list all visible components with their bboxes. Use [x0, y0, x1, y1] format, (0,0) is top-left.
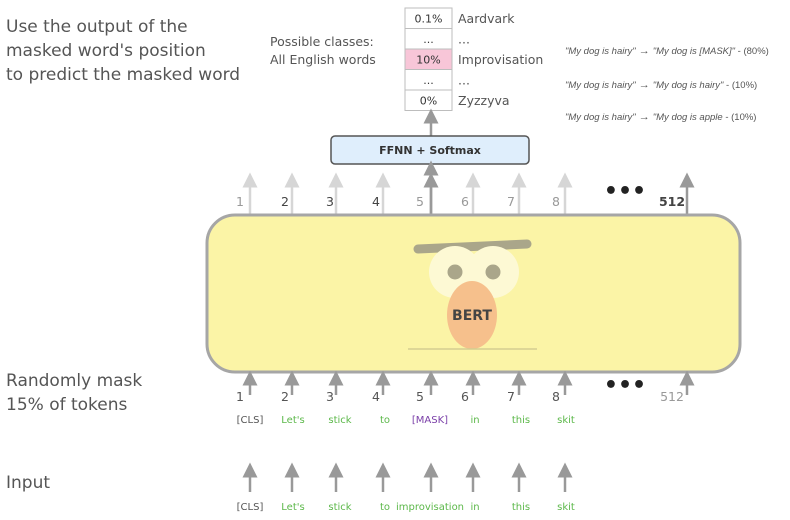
masked-token: to [380, 415, 390, 426]
input-position-label: 3 [326, 389, 334, 404]
input-position-label: 2 [281, 389, 289, 404]
masking-example-to: "My dog is hairy" [653, 80, 724, 91]
masking-example-pct: - (80%) [735, 46, 769, 57]
output-position-arrows: 1 2 3 4 5 6 7 8 512 ••• [236, 160, 695, 215]
class-word-label: Aardvark [458, 11, 515, 26]
output-position-label: 1 [236, 194, 244, 209]
all-english-words-label: All English words [270, 52, 376, 67]
mask-description-line-2: 15% of tokens [6, 395, 128, 415]
output-position-label: 8 [552, 194, 560, 209]
class-word-label: Zyzzyva [458, 93, 510, 108]
possible-classes-label: Possible classes: [270, 34, 374, 49]
masked-token: skit [557, 415, 575, 426]
input-position-label: 512 [660, 389, 684, 404]
masking-example-arrow: → [636, 111, 653, 123]
masking-example-from: "My dog is hairy" [565, 46, 636, 57]
output-position-label: 6 [461, 194, 469, 209]
input-position-label: 4 [372, 389, 380, 404]
output-description-line-3: to predict the masked word [6, 65, 240, 85]
input-position-label: 7 [507, 389, 515, 404]
raw-input-token: improvisation [396, 502, 464, 513]
class-probability-table: 0.1% Aardvark...... 10% Improvisation......… [404, 7, 543, 111]
raw-input-token: stick [328, 502, 351, 513]
masking-example-pct: - (10%) [723, 112, 757, 123]
masked-token: [MASK] [412, 415, 448, 426]
mask-description: Randomly mask 15% of tokens [6, 371, 142, 415]
output-position-label: 2 [281, 194, 289, 209]
masking-example-from: "My dog is hairy" [565, 80, 636, 91]
output-position-label: 7 [507, 194, 515, 209]
masking-examples: "My dog is hairy" → "My dog is [MASK]" -… [565, 45, 769, 123]
masked-token: [CLS] [237, 415, 264, 426]
class-prob-value: 0% [420, 95, 437, 108]
nose-icon [447, 281, 497, 349]
masked-token-row: [CLS] Let's stick to [MASK] in this skit [237, 415, 575, 426]
class-prob-value: ... [423, 33, 434, 46]
output-position-label: 4 [372, 194, 380, 209]
output-description-line-2: masked word's position [6, 41, 206, 61]
masked-token: in [470, 415, 479, 426]
input-heading: Input [6, 473, 50, 493]
output-position-label: 3 [326, 194, 334, 209]
masked-token: Let's [281, 415, 304, 426]
raw-input-token-row: [CLS] Let's stick to improvisation in this skit [237, 502, 575, 513]
eyebrow-icon [413, 239, 532, 254]
bert-label: BERT [452, 308, 492, 324]
raw-input-token: this [512, 502, 530, 513]
output-position-label: 512 [659, 194, 685, 209]
masking-example-arrow: → [636, 45, 653, 57]
output-description-line-1: Use the output of the [6, 17, 188, 37]
masking-example-arrow: → [636, 79, 653, 91]
masking-example: "My dog is hairy" → "My dog is apple - (… [565, 111, 756, 123]
masking-example: "My dog is hairy" → "My dog is [MASK]" -… [565, 45, 769, 57]
raw-input-token: to [380, 502, 390, 513]
right-pupil-icon [485, 264, 501, 280]
input-position-label: 5 [416, 389, 424, 404]
masked-token: stick [328, 415, 351, 426]
class-word-label: ... [458, 73, 470, 88]
masking-example-to: "My dog is apple [653, 112, 723, 123]
raw-input-token: [CLS] [237, 502, 264, 513]
ffnn-softmax-label: FFNN + Softmax [379, 144, 481, 157]
raw-input-arrows [242, 462, 573, 492]
input-position-label: 8 [552, 389, 560, 404]
class-prob-value: 10% [416, 54, 440, 67]
input-position-label: 1 [236, 389, 244, 404]
class-word-label: ... [458, 32, 470, 47]
output-ellipsis: ••• [604, 179, 646, 204]
output-description: Use the output of the masked word's posi… [6, 17, 240, 85]
class-prob-value: ... [423, 74, 434, 87]
raw-input-token: skit [557, 502, 575, 513]
output-position-label: 5 [416, 194, 424, 209]
raw-input-token: in [470, 502, 479, 513]
bert-model: BERT [205, 213, 742, 374]
input-ellipsis: ••• [604, 373, 646, 398]
input-position-arrows: 1 2 3 4 5 6 7 8 512 ••• [236, 370, 695, 404]
masking-example-to: "My dog is [MASK]" [653, 46, 736, 57]
input-position-label: 6 [461, 389, 469, 404]
ffnn-softmax-box: FFNN + Softmax [330, 135, 530, 165]
raw-input-token: Let's [281, 502, 304, 513]
class-word-label: Improvisation [458, 52, 543, 67]
class-prob-value: 0.1% [415, 13, 443, 26]
mask-description-line-1: Randomly mask [6, 371, 142, 391]
masking-example-pct: - (10%) [723, 80, 757, 91]
masked-token: this [512, 415, 530, 426]
left-pupil-icon [447, 264, 463, 280]
masking-example-from: "My dog is hairy" [565, 112, 636, 123]
masking-example: "My dog is hairy" → "My dog is hairy" - … [565, 79, 757, 91]
